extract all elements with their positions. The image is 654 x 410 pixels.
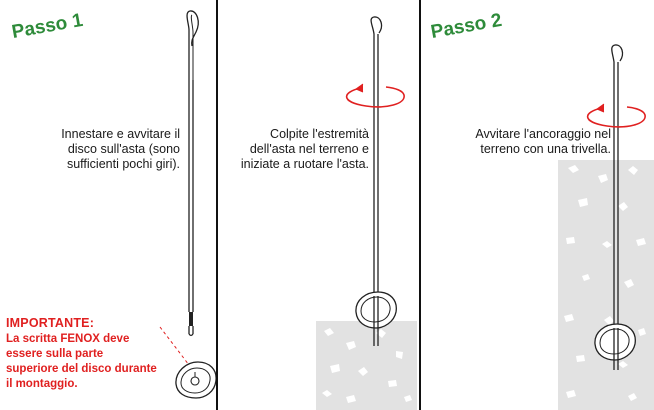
rotation-arrow-icon bbox=[345, 83, 405, 108]
hook-shape bbox=[370, 16, 383, 52]
panel-divider-2 bbox=[419, 0, 421, 410]
anchor-disc-icon bbox=[594, 323, 636, 361]
rod-with-hook-illustration bbox=[159, 10, 217, 399]
hook-shape bbox=[611, 44, 624, 76]
panel-1-instruction: Innestare e avvitare il disco sull'asta … bbox=[61, 127, 180, 171]
important-note: La scritta FENOX deve essere sulla parte… bbox=[6, 333, 157, 390]
ground-texture bbox=[316, 321, 417, 410]
panel-step-1: Passo 1 Innestare e avvitare il disco su… bbox=[0, 0, 217, 410]
screwed-anchor-illustration bbox=[586, 44, 646, 370]
important-heading: IMPORTANTE: bbox=[6, 316, 95, 330]
rod-in-ground-illustration bbox=[345, 16, 405, 346]
anchor-disc-icon bbox=[355, 291, 397, 329]
rotation-arrow-icon bbox=[586, 103, 646, 128]
panel-divider-1 bbox=[216, 0, 218, 410]
panel-step-3: Passo 2 Avvitare l'ancoraggio nel terren… bbox=[419, 0, 654, 410]
panel-step-2: Colpite l'estremità dell'asta nel terren… bbox=[216, 0, 419, 410]
panel-3-instruction: Avvitare l'ancoraggio nel terreno con un… bbox=[475, 127, 611, 156]
anchor-disc-icon bbox=[175, 361, 217, 399]
ground-texture bbox=[558, 160, 654, 410]
thread-mark bbox=[189, 312, 193, 326]
panel-2-instruction: Colpite l'estremità dell'asta nel terren… bbox=[240, 127, 369, 171]
important-pointer-line bbox=[159, 326, 190, 366]
